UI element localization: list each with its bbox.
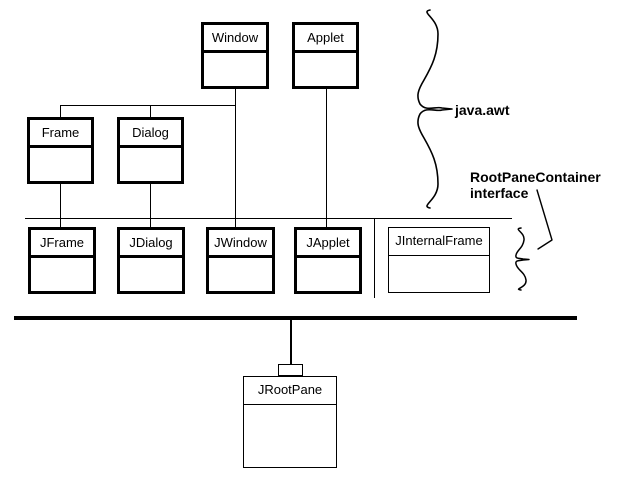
class-name-jrootpane: JRootPane	[244, 377, 336, 405]
aggregation-square	[278, 364, 303, 376]
class-box-frame[interactable]: Frame	[27, 117, 94, 184]
class-name-applet: Applet	[295, 25, 356, 53]
class-box-japplet[interactable]: JApplet	[294, 227, 362, 294]
interface-label-line2: interface	[470, 185, 529, 201]
class-name-dialog: Dialog	[120, 120, 181, 148]
class-name-frame: Frame	[30, 120, 91, 148]
rootpane-container-brace	[511, 226, 539, 292]
java-awt-brace	[412, 8, 456, 209]
connector-applet-japplet	[326, 89, 327, 227]
class-name-japplet: JApplet	[297, 230, 359, 258]
class-name-window: Window	[204, 25, 266, 53]
connector-window-children-bus	[60, 105, 236, 106]
class-box-jinternalframe[interactable]: JInternalFrame	[388, 227, 490, 293]
connector-bus-jrootpane	[290, 320, 292, 365]
group-separator-line	[374, 218, 375, 298]
connector-frame-riser	[60, 105, 61, 117]
class-box-applet[interactable]: Applet	[292, 22, 359, 89]
class-name-jinternalframe: JInternalFrame	[389, 228, 489, 256]
class-name-jwindow: JWindow	[209, 230, 272, 258]
interface-leader-line	[530, 188, 560, 256]
rootpane-bus-line	[14, 316, 577, 320]
connector-window-down	[235, 89, 236, 227]
class-box-jdialog[interactable]: JDialog	[117, 227, 185, 294]
class-box-window[interactable]: Window	[201, 22, 269, 89]
class-name-jframe: JFrame	[31, 230, 93, 258]
class-box-jframe[interactable]: JFrame	[28, 227, 96, 294]
class-box-jwindow[interactable]: JWindow	[206, 227, 275, 294]
connector-frame-jframe	[60, 184, 61, 227]
connector-dialog-jdialog	[150, 184, 151, 227]
interface-label-line1: RootPaneContainer	[470, 169, 601, 185]
class-box-dialog[interactable]: Dialog	[117, 117, 184, 184]
connector-dialog-riser	[150, 105, 151, 117]
package-divider-line	[25, 218, 512, 219]
class-name-jdialog: JDialog	[120, 230, 182, 258]
package-label-java-awt: java.awt	[455, 102, 510, 118]
class-box-jrootpane[interactable]: JRootPane	[243, 376, 337, 468]
